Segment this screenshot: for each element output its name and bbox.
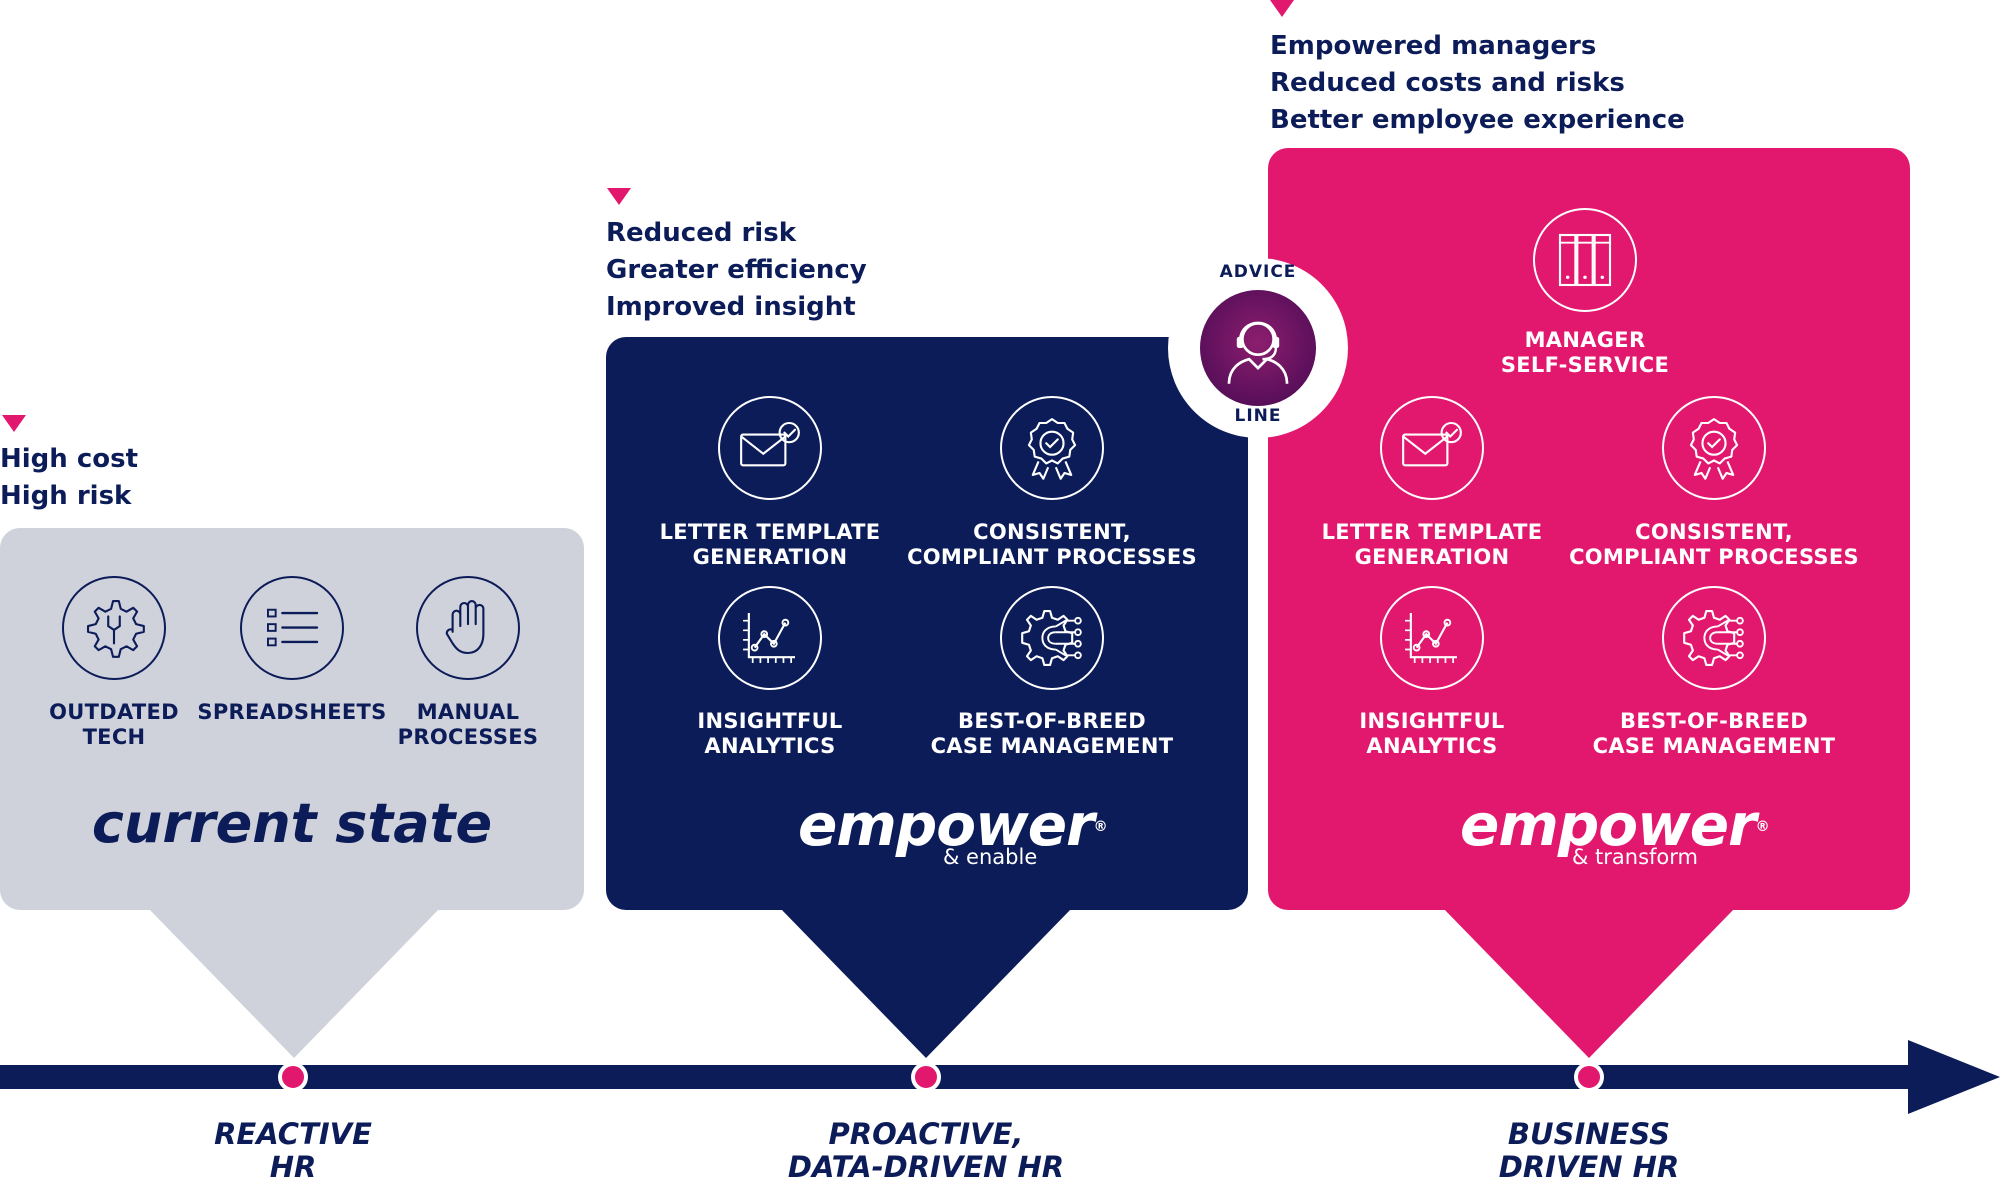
item-label: INSIGHTFUL ANALYTICS	[1359, 709, 1505, 758]
item-label: LETTER TEMPLATE GENERATION	[659, 520, 881, 569]
enable-brand-sub: & enable	[943, 845, 1038, 869]
advice-line-bottom-label: LINE	[1234, 406, 1282, 426]
item-label: BEST-OF-BREED CASE MANAGEMENT	[930, 709, 1174, 758]
timeline-arrowhead	[1908, 1040, 2000, 1114]
current-pointer-icon	[2, 415, 26, 432]
transform-brand-sub: & transform	[1572, 845, 1698, 869]
stage-label-business: BUSINESS DRIVEN HR	[1498, 1117, 1680, 1184]
enable-pointer-icon	[607, 188, 631, 205]
analytics-chart-icon	[718, 586, 822, 690]
transform-brand-logo: empower®	[1460, 796, 1770, 854]
current-state-triangle	[148, 908, 440, 1058]
enable-outcomes: Reduced risk Greater efficiency Improved…	[606, 215, 867, 326]
outcome-item: High cost	[0, 444, 139, 474]
outcome-item: Empowered managers	[1270, 31, 1597, 61]
timeline-dot	[278, 1062, 308, 1092]
hand-icon	[416, 576, 520, 680]
enable-panel	[606, 337, 1248, 910]
item-label: MANUAL PROCESSES	[397, 700, 539, 749]
enable-brand-logo: empower®	[798, 796, 1108, 854]
list-icon	[240, 576, 344, 680]
award-badge-icon	[1662, 396, 1766, 500]
transform-triangle	[1443, 908, 1735, 1058]
transform-pointer-icon	[1270, 0, 1294, 17]
analytics-chart-icon	[1380, 586, 1484, 690]
brand-name: empower	[1460, 791, 1757, 859]
registered-mark: ®	[1093, 819, 1108, 835]
server-icon	[1533, 208, 1637, 312]
outcome-item: Greater efficiency	[606, 255, 867, 285]
transform-outcomes: Empowered managers Reduced costs and ris…	[1270, 28, 1685, 139]
gear-circuit-icon	[1662, 586, 1766, 690]
current-outcomes: High cost High risk	[0, 441, 138, 515]
item-label: LETTER TEMPLATE GENERATION	[1321, 520, 1543, 569]
current-state-title: current state	[91, 792, 493, 855]
outcome-item: Reduced risk	[606, 218, 796, 248]
item-label: CONSISTENT, COMPLIANT PROCESSES	[907, 520, 1197, 569]
advice-line-badge: ADVICE LINE	[1168, 258, 1348, 438]
advice-line-top-label: ADVICE	[1219, 262, 1297, 282]
item-label: CONSISTENT, COMPLIANT PROCESSES	[1569, 520, 1859, 569]
item-label: OUTDATED TECH	[49, 700, 179, 749]
outcome-item: Reduced costs and risks	[1270, 68, 1625, 98]
brand-name: empower	[798, 791, 1095, 859]
gear-wrench-icon	[62, 576, 166, 680]
item-label: SPREADSHEETS	[197, 700, 387, 724]
item-label: INSIGHTFUL ANALYTICS	[697, 709, 843, 758]
award-badge-icon	[1000, 396, 1104, 500]
gear-circuit-icon	[1000, 586, 1104, 690]
item-label: MANAGER SELF-SERVICE	[1500, 328, 1670, 377]
stage-label-proactive: PROACTIVE, DATA-DRIVEN HR	[787, 1117, 1065, 1184]
registered-mark: ®	[1755, 819, 1770, 835]
stage-label-reactive: REACTIVE HR	[214, 1117, 372, 1184]
outcome-item: Improved insight	[606, 292, 856, 322]
enable-triangle	[780, 908, 1072, 1058]
timeline-dot	[911, 1062, 941, 1092]
envelope-check-icon	[1380, 396, 1484, 500]
outcome-item: Better employee experience	[1270, 105, 1685, 135]
item-label: BEST-OF-BREED CASE MANAGEMENT	[1592, 709, 1836, 758]
headset-agent-icon	[1200, 290, 1316, 406]
outcome-item: High risk	[0, 481, 132, 511]
timeline-dot	[1574, 1062, 1604, 1092]
envelope-check-icon	[718, 396, 822, 500]
